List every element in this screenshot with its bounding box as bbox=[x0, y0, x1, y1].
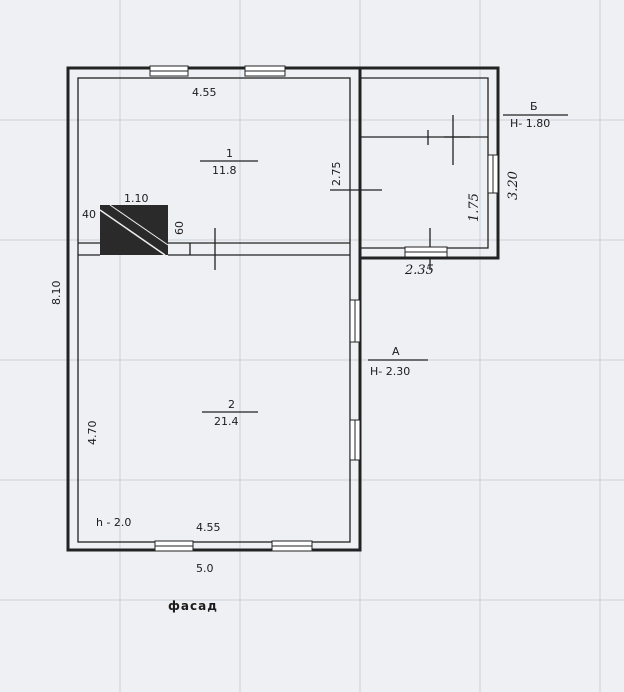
window-right-lower bbox=[349, 419, 361, 461]
partition-height-label: 2.75 bbox=[330, 162, 343, 187]
window-annex-right bbox=[487, 154, 499, 194]
facade-label: фасад bbox=[168, 599, 218, 613]
stair-left-label: 40 bbox=[82, 208, 96, 221]
block-b-height-dim: 3.20 bbox=[506, 171, 521, 200]
room1-number: 1 bbox=[226, 147, 233, 160]
main-house-walls bbox=[66, 66, 362, 552]
room1-area: 11.8 bbox=[212, 164, 237, 177]
room2-number: 2 bbox=[228, 398, 235, 411]
total-width-label: 5.0 bbox=[196, 562, 214, 575]
block-b-height: Н- 1.80 bbox=[510, 117, 550, 130]
stair-width-label: 1.10 bbox=[124, 192, 149, 205]
room2-area: 21.4 bbox=[214, 415, 239, 428]
room2-ceiling-label: h - 2.0 bbox=[96, 516, 131, 529]
room-partition bbox=[78, 228, 350, 270]
window-top-left bbox=[149, 65, 189, 77]
block-a-height: Н- 2.30 bbox=[370, 365, 410, 378]
block-b-inner-dim: 1.75 bbox=[467, 193, 482, 222]
windows bbox=[149, 65, 499, 552]
window-bottom-right bbox=[271, 540, 313, 552]
window-top-right bbox=[244, 65, 286, 77]
window-annex-bottom bbox=[404, 246, 448, 258]
top-width-label: 4.55 bbox=[192, 86, 217, 99]
height-total-label: 8.10 bbox=[50, 281, 63, 306]
block-a-label: А bbox=[392, 345, 400, 358]
stair-right-label: 60 bbox=[173, 221, 186, 235]
block-b-label: Б bbox=[530, 100, 538, 113]
bottom-width-label: 4.55 bbox=[196, 521, 221, 534]
room2-height-label: 4.70 bbox=[86, 421, 99, 446]
window-right-upper bbox=[349, 299, 361, 343]
stair-block bbox=[99, 204, 169, 256]
block-b-width-dim: 2.35 bbox=[404, 263, 434, 278]
window-bottom-left bbox=[154, 540, 194, 552]
